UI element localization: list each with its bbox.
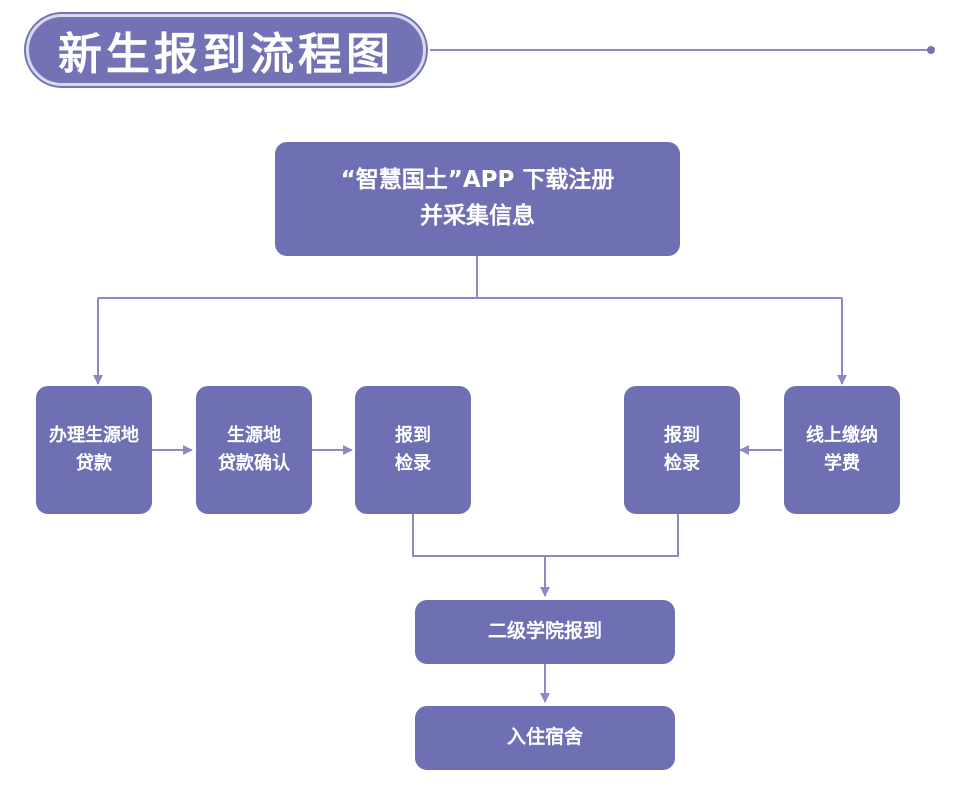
node-loan-apply-line2: 贷款: [76, 453, 112, 474]
title-divider-dot: [927, 46, 935, 54]
node-online-pay-line2: 学费: [824, 453, 860, 474]
node-loan-apply: 办理生源地 贷款: [36, 386, 152, 514]
connector-merge: [412, 514, 679, 557]
node-checkin-right-line1: 报到: [664, 425, 700, 447]
node-loan-confirm-line2: 贷款确认: [218, 453, 290, 474]
page-title: 新生报到流程图: [58, 29, 394, 80]
node-app-register: “智慧国土”APP 下载注册 并采集信息: [275, 142, 680, 256]
node-dorm: 入住宿舍: [415, 706, 675, 770]
node-app-register-line1: “智慧国土”APP 下载注册: [340, 167, 615, 194]
node-checkin-right: 报到 检录: [624, 386, 740, 514]
node-checkin-right-line2: 检录: [664, 453, 700, 474]
node-dorm-line1: 入住宿舍: [506, 726, 583, 749]
connector-top-split: [98, 256, 842, 299]
node-loan-confirm: 生源地 贷款确认: [196, 386, 312, 514]
node-loan-confirm-line1: 生源地: [227, 425, 281, 447]
node-online-pay-line1: 线上缴纳: [806, 425, 878, 447]
title-divider-line: [430, 49, 930, 51]
node-checkin-left-line2: 检录: [395, 453, 431, 474]
node-checkin-left-line1: 报到: [395, 425, 431, 447]
node-checkin-left: 报到 检录: [355, 386, 471, 514]
node-loan-apply-line1: 办理生源地: [49, 425, 139, 447]
node-online-pay: 线上缴纳 学费: [784, 386, 900, 514]
node-app-register-line2: 并采集信息: [420, 203, 535, 229]
title-banner: 新生报到流程图: [26, 14, 426, 86]
node-college-register-line1: 二级学院报到: [487, 620, 602, 643]
node-college-register: 二级学院报到: [415, 600, 675, 664]
